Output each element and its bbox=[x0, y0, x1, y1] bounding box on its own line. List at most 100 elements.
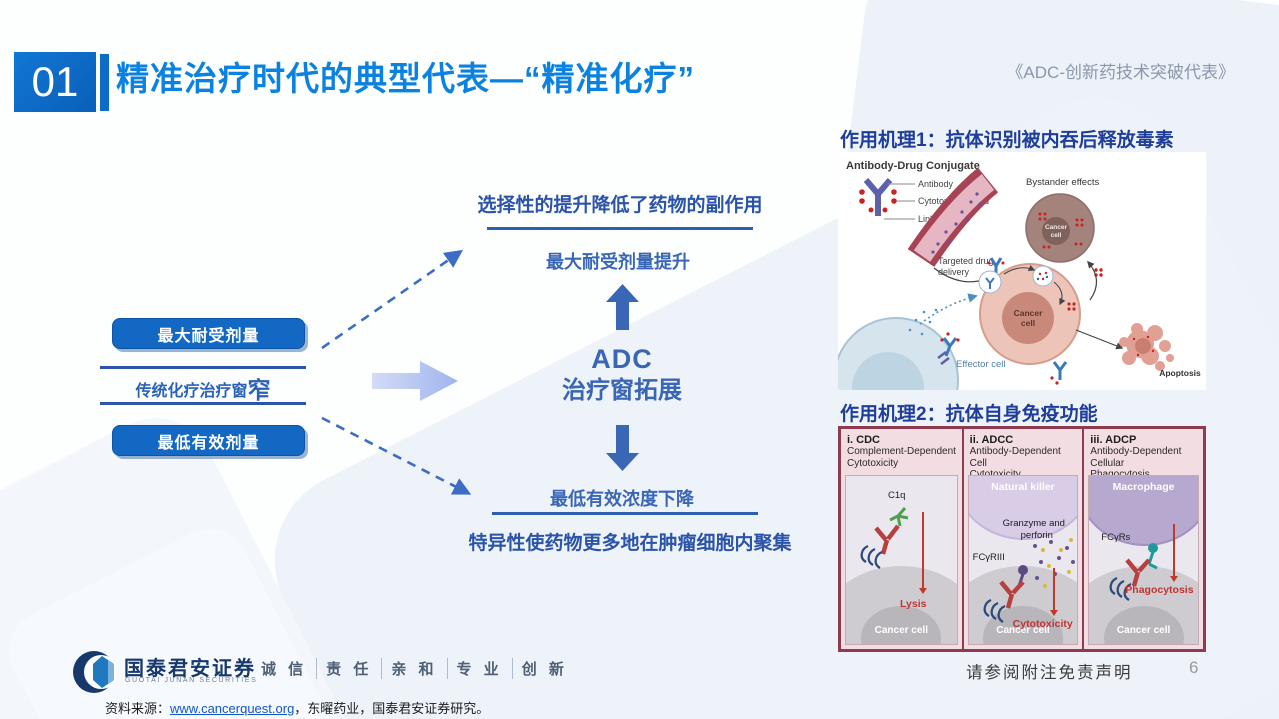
title-accent-bar bbox=[100, 54, 109, 111]
page-number: 6 bbox=[1189, 658, 1199, 677]
adc-molecule-icon bbox=[863, 178, 893, 216]
motto-item-3: 亲 和 bbox=[381, 658, 446, 679]
macrophage-cell bbox=[1089, 476, 1198, 546]
effector-signal-arrow bbox=[919, 293, 978, 325]
mechanism1-figure: Antibody-Drug Conjugate Antibody Cytotox… bbox=[838, 152, 1206, 390]
down-block-arrow bbox=[606, 425, 639, 471]
macrophage-label: Macrophage bbox=[1112, 481, 1175, 493]
c1q-label: C1q bbox=[888, 490, 906, 501]
brand-name-en: GUOTAI JUNAN SECURITIES bbox=[125, 677, 258, 684]
cdc-effect-arrow bbox=[919, 512, 927, 594]
panel-cdc-name-1: Complement-Dependent bbox=[847, 446, 956, 457]
adc-center-label: ADC 治疗窗拓展 bbox=[562, 343, 682, 405]
bystander-nucleus-label-2: cell bbox=[1051, 232, 1062, 239]
motto-item-1: 诚 信 bbox=[261, 661, 308, 678]
min-effective-dose-box: 最低有效剂量 bbox=[112, 425, 305, 456]
source-link[interactable]: www.cancerquest.org bbox=[170, 701, 295, 716]
adcc-effect-arrow bbox=[1049, 568, 1058, 616]
result-bottom-text: 最低有效浓度下降 bbox=[550, 489, 694, 509]
max-tolerated-dose-box: 最大耐受剂量 bbox=[112, 318, 305, 349]
window-label-prefix: 传统化疗治疗窗 bbox=[135, 383, 248, 400]
panel-adcc-name: Antibody-Dependent Cell Cytotoxicity bbox=[970, 446, 1079, 481]
center-line-top bbox=[487, 227, 753, 230]
panel-adcp-name-2: Phagocytosis bbox=[1090, 469, 1149, 480]
bystander-label: Bystander effects bbox=[1026, 177, 1099, 188]
bystander-cell: Cancer cell bbox=[1025, 193, 1095, 263]
source-row: 资料来源：www.cancerquest.org，东曜药业，国泰君安证券研究。 bbox=[105, 698, 489, 717]
panel-adcc: ii. ADCC Antibody-Dependent Cell Cytotox… bbox=[961, 429, 1083, 649]
panel-adcc-id: ii. ADCC bbox=[969, 434, 1014, 446]
adcc-cancer-label: Cancer cell bbox=[996, 625, 1050, 636]
dashed-arrow-down bbox=[321, 416, 472, 495]
panel-cdc: i. CDC Complement-Dependent Cytotoxicity… bbox=[841, 429, 962, 649]
brand-name-cn: 国泰君安证券 bbox=[124, 658, 256, 680]
cdc-antibody-icon bbox=[860, 507, 909, 569]
cdc-cancer-label: Cancer cell bbox=[874, 625, 928, 636]
page-title: 精准治疗时代的典型代表—“精准化疗” bbox=[116, 60, 695, 97]
adcp-effect-arrow bbox=[1170, 524, 1179, 582]
panel-cdc-name-2: Cytotoxicity bbox=[847, 457, 899, 469]
report-tag: 《ADC-创新药技术突破代表》 bbox=[1006, 63, 1235, 82]
released-toxin-dots bbox=[1094, 268, 1103, 277]
panel-adcc-header: ii. ADCC Antibody-Dependent Cell Cytotox… bbox=[964, 429, 1083, 480]
toxin-to-bystander-arrow bbox=[1087, 260, 1098, 301]
adc-line2: 治疗窗拓展 bbox=[562, 376, 682, 404]
brand-logo bbox=[73, 651, 116, 693]
diagram-arrows bbox=[321, 249, 472, 495]
benefit-bottom-text: 特异性使药物更多地在肿瘤细胞内聚集 bbox=[468, 533, 792, 554]
granzyme-dots bbox=[1032, 538, 1075, 588]
transition-arrow bbox=[372, 361, 458, 401]
panel-adcp-name-1: Antibody-Dependent Cellular bbox=[1090, 446, 1182, 469]
apoptosis-cluster bbox=[1119, 323, 1174, 371]
panel-adcc-body: Natural killer Granzyme and perforin FCγ… bbox=[967, 475, 1079, 645]
motto-item-5: 创 新 bbox=[511, 658, 577, 679]
adc-payload-dots bbox=[859, 189, 897, 213]
granzyme-label-2: perforin bbox=[1020, 530, 1053, 541]
adcp-effect-label: Phagocytosis bbox=[1125, 584, 1194, 596]
window-label-emphasis: 窄 bbox=[247, 377, 271, 403]
panel-adcp-header: iii. ADCP Antibody-Dependent Cellular Ph… bbox=[1084, 429, 1203, 480]
window-line-bottom bbox=[100, 402, 306, 405]
adcc-effect-label: Cytotoxicity bbox=[1012, 618, 1073, 630]
fcgriii-label: FCγRIII bbox=[972, 552, 1005, 563]
panel-adcp-body: Macrophage FCγRs Phagocytosis Cancer cel… bbox=[1088, 475, 1199, 645]
natural-killer-label: Natural killer bbox=[991, 481, 1055, 493]
adcc-antibody-icon bbox=[983, 565, 1028, 623]
cancer-cell-label-1: Cancer bbox=[1014, 308, 1044, 318]
motto-item-4: 专 业 bbox=[446, 658, 512, 679]
brand-motto: 诚 信 责 任 亲 和 专 业 创 新 bbox=[252, 658, 577, 679]
cancer-cell-label-2: cell bbox=[1021, 318, 1035, 328]
cdc-effect-label: Lysis bbox=[900, 598, 927, 610]
mechanism2-figure: i. CDC Complement-Dependent Cytotoxicity… bbox=[838, 426, 1206, 652]
motto-item-2: 责 任 bbox=[316, 658, 381, 679]
adc-line1: ADC bbox=[591, 344, 653, 374]
panel-adcp-id: iii. ADCP bbox=[1090, 434, 1137, 446]
panel-cdc-header: i. CDC Complement-Dependent Cytotoxicity bbox=[841, 429, 962, 473]
main-cancer-cell: Cancer cell bbox=[978, 263, 1081, 365]
source-prefix: 资料来源： bbox=[105, 701, 171, 716]
mechanism2-heading: 作用机理2：抗体自身免疫功能 bbox=[840, 404, 1098, 425]
natural-killer-cell bbox=[968, 476, 1078, 540]
adcp-cancer-label: Cancer cell bbox=[1116, 625, 1171, 636]
window-line-top bbox=[100, 366, 306, 369]
dashed-arrow-up bbox=[321, 249, 463, 350]
panel-cdc-name: Complement-Dependent Cytotoxicity bbox=[847, 446, 958, 469]
panel-adcp: iii. ADCP Antibody-Dependent Cellular Ph… bbox=[1082, 429, 1203, 649]
label-lines bbox=[884, 183, 915, 220]
therapeutic-window-label: 传统化疗治疗窗窄 bbox=[100, 371, 306, 405]
result-top-text: 最大耐受剂量提升 bbox=[546, 252, 690, 272]
apoptosis-label: Apoptosis bbox=[1159, 368, 1201, 378]
effector-label: Effector cell bbox=[956, 359, 1005, 370]
source-suffix: ，东曜药业，国泰君安证券研究。 bbox=[294, 701, 490, 716]
shed-adc-icon bbox=[1050, 361, 1068, 385]
mechanism1-heading: 作用机理1：抗体识别被内吞后释放毒素 bbox=[840, 130, 1174, 151]
bridging-adc-icon bbox=[937, 332, 960, 365]
section-number-badge: 01 bbox=[14, 52, 96, 112]
panel-adcc-name-1: Antibody-Dependent Cell bbox=[969, 446, 1061, 469]
center-line-bottom bbox=[492, 512, 758, 515]
targeted-delivery-label-2: delivery bbox=[938, 267, 970, 277]
targeted-delivery-label-1: Targeted drug bbox=[938, 256, 994, 266]
disclaimer-text: 请参阅附注免责声明 bbox=[966, 664, 1133, 682]
antibody-label: Antibody bbox=[918, 179, 954, 189]
